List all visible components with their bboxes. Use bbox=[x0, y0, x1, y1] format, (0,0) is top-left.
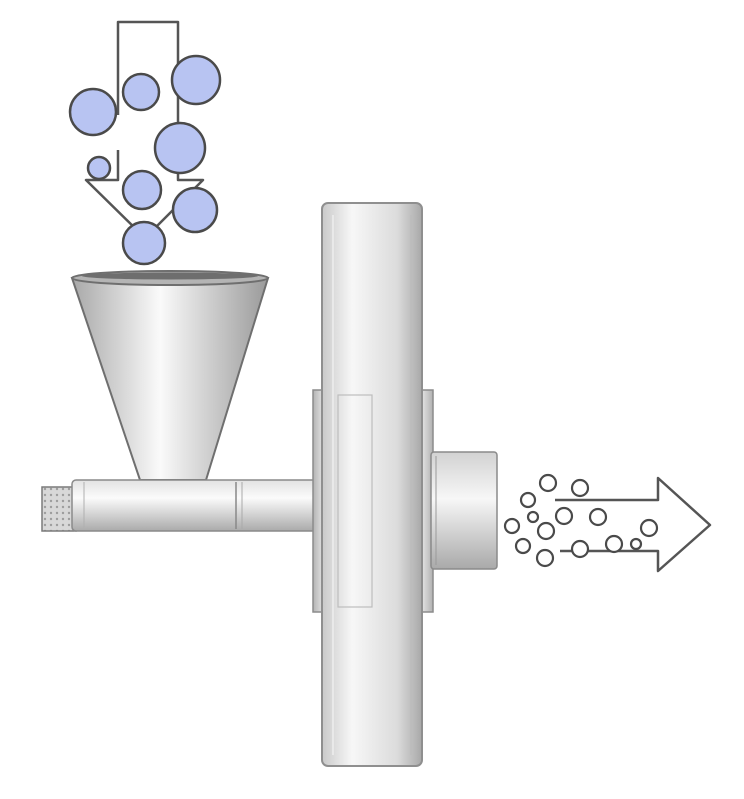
input-particle bbox=[86, 155, 112, 181]
output-particle bbox=[514, 537, 532, 555]
output-particle bbox=[519, 491, 537, 509]
input-particle bbox=[121, 72, 161, 112]
screw-feeder bbox=[41, 479, 325, 532]
output-particle bbox=[629, 537, 643, 551]
output-particle bbox=[639, 518, 659, 538]
output-particle bbox=[554, 506, 574, 526]
output-particles bbox=[503, 473, 659, 568]
output-particle bbox=[588, 507, 608, 527]
output-particle bbox=[570, 478, 590, 498]
input-particle bbox=[121, 169, 163, 211]
input-particles bbox=[68, 54, 222, 266]
input-particle bbox=[170, 54, 222, 106]
input-particle bbox=[171, 186, 219, 234]
input-particle bbox=[68, 87, 118, 137]
output-particle bbox=[536, 521, 556, 541]
outlet-pipe bbox=[430, 451, 498, 570]
output-particle bbox=[535, 548, 555, 568]
input-particle bbox=[153, 121, 207, 175]
output-particle bbox=[538, 473, 558, 493]
input-arrow bbox=[84, 20, 205, 240]
output-arrow bbox=[555, 476, 712, 573]
mill-disc bbox=[312, 202, 434, 767]
output-particle bbox=[503, 517, 521, 535]
input-particle bbox=[121, 220, 167, 266]
output-particle bbox=[604, 534, 624, 554]
output-particle bbox=[570, 539, 590, 559]
feed-hopper bbox=[70, 270, 270, 493]
output-particle bbox=[526, 510, 540, 524]
